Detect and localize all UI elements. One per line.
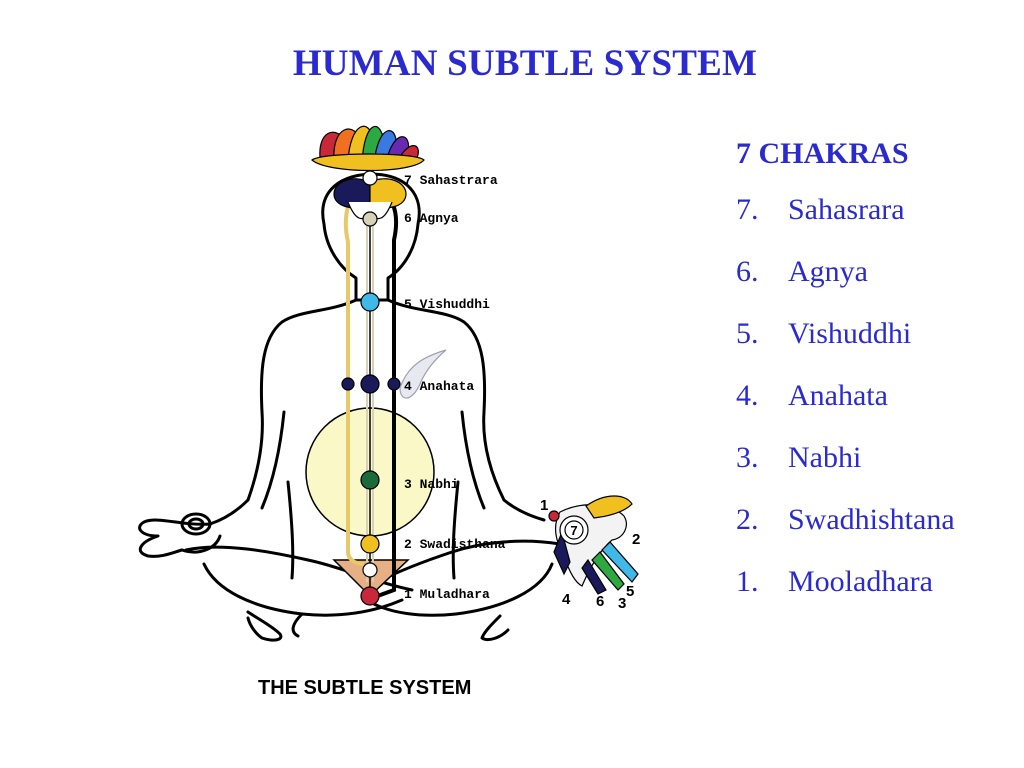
agnya-wings	[333, 178, 407, 220]
chakra-name: Agnya	[788, 255, 868, 288]
chakra-list-item-1: 1. Mooladhara	[736, 564, 1016, 626]
chakra-node-7	[362, 170, 378, 186]
chakra-list-heading: 7 CHAKRAS	[736, 137, 909, 170]
chakra-number: 1.	[736, 565, 759, 598]
chakra-name: Anahata	[788, 379, 888, 412]
chakra-number: 6.	[736, 255, 759, 288]
finger-number-3: 3	[618, 595, 626, 612]
finger-number-2: 2	[632, 531, 640, 548]
chakra-node-1	[360, 586, 380, 606]
palm-number: 7	[570, 523, 577, 538]
anahata-wing	[399, 349, 447, 399]
figure-label-2: 2 Swadisthana	[404, 537, 506, 552]
colored-hand	[548, 495, 639, 595]
chakra-name: Nabhi	[788, 441, 862, 474]
subtle-system-figure: 7 1 2 3 4 5 6 7 Sahastrara 6 Agnya 5 Vis…	[112, 112, 652, 710]
chakra-node-5	[360, 292, 380, 312]
chakra-node-6	[362, 211, 378, 227]
figure-label-1: 1 Muladhara	[404, 587, 490, 602]
chakra-node-3	[360, 470, 380, 490]
chakra-list-item-3: 3. Nabhi	[736, 440, 1016, 502]
chakra-nodes	[341, 170, 401, 606]
chakra-number: 7.	[736, 193, 759, 226]
chakra-list-item-5: 5. Vishuddhi	[736, 316, 1016, 378]
chakra-number: 2.	[736, 503, 759, 536]
chakra-list-item-6: 6. Agnya	[736, 254, 1016, 316]
chakra-node-2	[360, 534, 380, 554]
chakra-list-item-7: 7. Sahasrara	[736, 192, 1016, 254]
finger-number-5: 5	[626, 583, 634, 600]
chakra-name: Swadhishtana	[788, 503, 955, 536]
chakra-list: 7 CHAKRAS 7. Sahasrara 6. Agnya 5. Vishu…	[736, 136, 1016, 626]
chakra-list-item-2: 2. Swadhishtana	[736, 502, 1016, 564]
chakra-list-item-4: 4. Anahata	[736, 378, 1016, 440]
chakra-number: 5.	[736, 317, 759, 350]
chakra-number: 4.	[736, 379, 759, 412]
sacrum-triangle	[332, 559, 410, 598]
finger-number-4: 4	[562, 591, 571, 608]
figure-label-3: 3 Nabhi	[404, 477, 459, 492]
figure-label-7: 7 Sahastrara	[404, 173, 498, 188]
figure-caption: THE SUBTLE SYSTEM	[258, 677, 471, 699]
slide-title: HUMAN SUBTLE SYSTEM	[292, 43, 758, 84]
finger-number-6: 6	[596, 593, 604, 610]
body-outline	[138, 172, 562, 642]
sahastrara-lotus	[311, 125, 425, 172]
chakra-number: 3.	[736, 441, 759, 474]
figure-label-4: 4 Anahata	[404, 379, 474, 394]
chakra-name: Sahasrara	[788, 193, 905, 226]
chakra-name: Mooladhara	[788, 565, 933, 598]
chakra-node-4	[341, 374, 401, 394]
figure-label-6: 6 Agnya	[404, 211, 459, 226]
finger-number-1: 1	[540, 497, 548, 514]
figure-label-5: 5 Vishuddhi	[404, 297, 490, 312]
chakra-name: Vishuddhi	[788, 317, 912, 350]
